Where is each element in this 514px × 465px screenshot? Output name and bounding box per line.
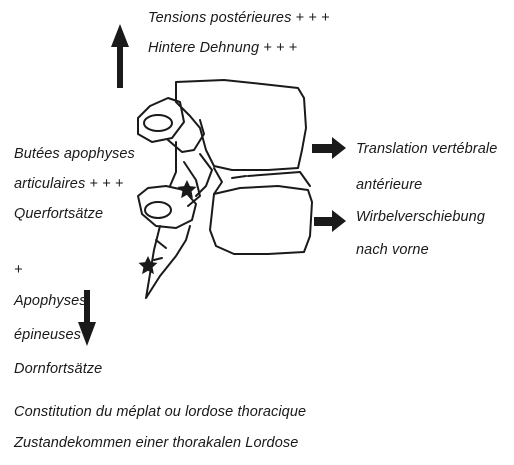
arrow-up-icon (111, 24, 129, 88)
translation-label-de-line2: nach vorne (356, 243, 429, 258)
facet-label-fr-line2: articulaires + + + (14, 177, 123, 192)
spinous-label-de: Dornfortsätze (14, 362, 102, 377)
tension-label-de: Hintere Dehnung + + + (148, 41, 297, 56)
translation-label-de-line1: Wirbelverschiebung (356, 210, 485, 225)
arrow-right-icon (312, 137, 346, 159)
translation-label-fr-line1: Translation vertébrale (356, 142, 497, 157)
facet-label-de: Querfortsätze (14, 207, 103, 222)
plus-label: + (14, 263, 23, 278)
caption-fr: Constitution du méplat ou lordose thorac… (14, 405, 306, 420)
vertebra-drawing (138, 80, 312, 298)
spinous-label-fr-line1: Apophyses (14, 294, 87, 309)
arrow-right-icon (314, 210, 346, 232)
caption-de: Zustandekommen einer thorakalen Lordose (14, 436, 298, 451)
star-icon (178, 180, 197, 198)
tension-label-fr: Tensions postérieures + + + (148, 11, 330, 26)
translation-label-fr-line2: antérieure (356, 178, 422, 193)
spinous-label-fr-line2: épineuses (14, 328, 81, 343)
facet-label-fr-line1: Butées apophyses (14, 147, 135, 162)
star-icon (139, 256, 158, 274)
